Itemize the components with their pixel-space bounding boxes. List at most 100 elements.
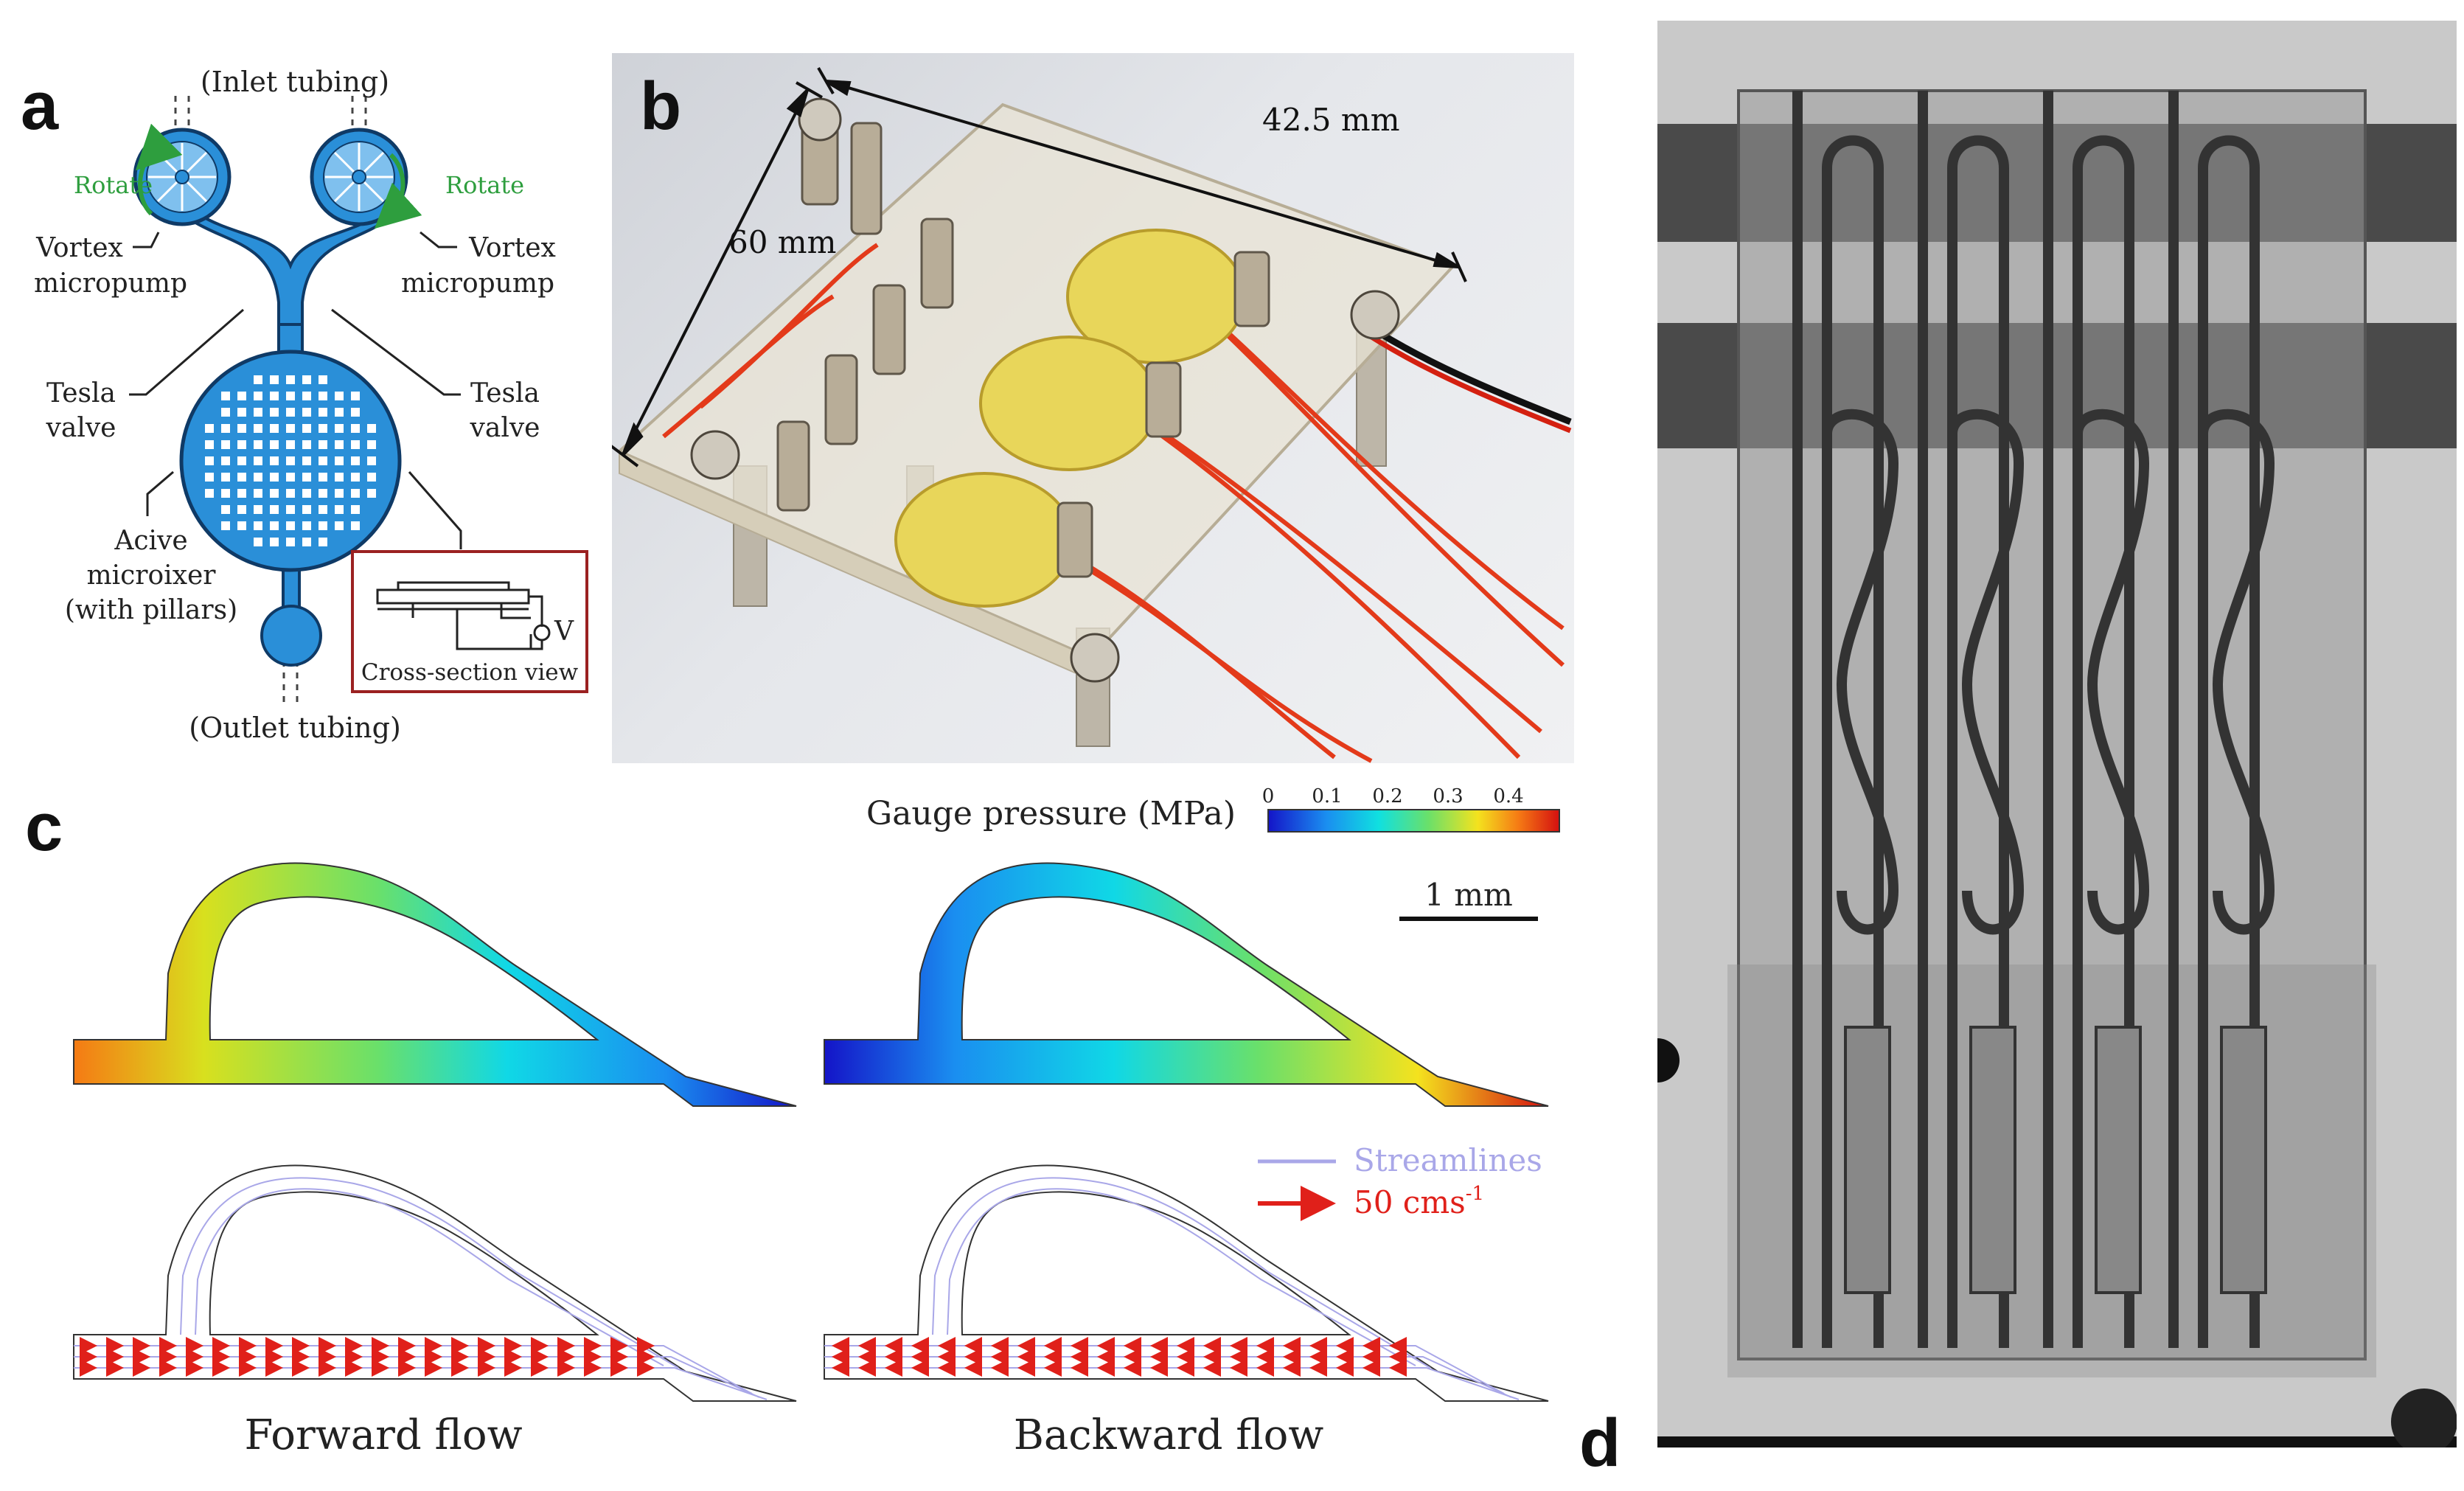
- dimension-length-label: 60 mm: [728, 224, 837, 260]
- mixer-pillar: [254, 375, 262, 384]
- mixer-label-3: (with pillars): [65, 595, 237, 625]
- mixer-pillar: [302, 538, 311, 546]
- device-photo: [612, 53, 1574, 763]
- mixer-pillar: [205, 424, 214, 433]
- cross-section-label: Cross-section view: [361, 659, 579, 686]
- panel-b-letter: b: [640, 69, 682, 144]
- mixer-label-1: Acive: [114, 526, 187, 556]
- mixer-pillar: [302, 505, 311, 514]
- mixer-pillar: [367, 489, 376, 498]
- pump-right-label-2: micropump: [401, 268, 554, 299]
- mixer-pillar: [335, 424, 344, 433]
- mixer-pillar: [351, 392, 360, 400]
- mixer-pillar: [270, 538, 279, 546]
- mixer-pillar: [270, 505, 279, 514]
- mixer-pillar: [302, 489, 311, 498]
- mixer-pillar: [286, 392, 295, 400]
- mixer-pillar: [254, 392, 262, 400]
- rotate-arrow-left-icon: [135, 123, 183, 216]
- mixer-pillar: [286, 473, 295, 482]
- mixer-pillar: [302, 521, 311, 530]
- mixer-pillar: [237, 440, 246, 449]
- reaction-chamber: [1844, 1026, 1891, 1294]
- mixer-pillar: [286, 375, 295, 384]
- colorbar-tick: 0.1: [1312, 785, 1342, 807]
- mixer-pillar: [221, 489, 230, 498]
- mixer-pillar: [351, 424, 360, 433]
- mixer-pillar: [335, 505, 344, 514]
- mixer-pillar: [302, 456, 311, 465]
- mixer-pillar: [237, 489, 246, 498]
- velocity-legend-label: 50 cms-1: [1354, 1183, 1484, 1220]
- mixer-pillar: [270, 473, 279, 482]
- dimension-width-label: 42.5 mm: [1262, 102, 1400, 138]
- panel-c-simulation: Gauge pressure (MPa) 0 0.1 0.2 0.3 0.4 1…: [73, 785, 1560, 1459]
- mixer-pillar: [254, 408, 262, 417]
- mixer-pillar: [319, 456, 327, 465]
- mixer-pillar: [237, 392, 246, 400]
- colorbar: [1267, 809, 1560, 833]
- reaction-chamber: [2220, 1026, 2267, 1294]
- mixer-pillar: [237, 473, 246, 482]
- colorbar-title: Gauge pressure (MPa): [866, 795, 1236, 833]
- forward-pressure-map: [73, 862, 797, 1107]
- mixer-pillar: [286, 408, 295, 417]
- mixer-pillar: [335, 489, 344, 498]
- mixer-pillar: [351, 489, 360, 498]
- mixer-pillar: [270, 440, 279, 449]
- pump-left-label-1: Vortex: [35, 233, 123, 263]
- mixer-pillar: [286, 538, 295, 546]
- tesla-left-label-2: valve: [46, 413, 116, 443]
- cross-section-box: V Cross-section view: [351, 550, 588, 693]
- mixer-pillar: [270, 424, 279, 433]
- serpentine-channel: [2043, 91, 2150, 1348]
- colorbar-tick: 0.4: [1493, 785, 1523, 807]
- panel-a-diagram: (Inlet tubing) Rotate Rotate: [34, 66, 588, 744]
- mixer-pillar: [302, 473, 311, 482]
- mixer-pillar: [205, 456, 214, 465]
- outlet-chamber: [260, 605, 322, 667]
- pump-right-label-1: Vortex: [468, 233, 556, 263]
- tesla-left-label-1: Tesla: [46, 378, 116, 409]
- mixer-pillar: [335, 392, 344, 400]
- rotate-left-label: Rotate: [74, 171, 153, 199]
- mixer-pillar: [319, 505, 327, 514]
- mixer-pillar: [319, 440, 327, 449]
- mixer-pillar: [270, 456, 279, 465]
- mixer-pillar: [302, 408, 311, 417]
- mixer-pillar: [319, 489, 327, 498]
- mixer-pillar: [351, 473, 360, 482]
- mixer-pillar: [351, 440, 360, 449]
- colorbar-tick: 0.3: [1433, 785, 1463, 807]
- mixer-pillar: [254, 521, 262, 530]
- reaction-chamber: [1969, 1026, 2016, 1294]
- voltage-label: V: [554, 616, 574, 647]
- forward-flow-label: Forward flow: [244, 1411, 522, 1459]
- panel-a-letter: a: [21, 69, 59, 144]
- pump-left-label-2: micropump: [34, 268, 187, 299]
- mixer-pillar: [302, 375, 311, 384]
- mixer-pillar: [254, 456, 262, 465]
- mixer-pillar: [221, 521, 230, 530]
- serpentine-channel: [1918, 91, 2025, 1348]
- mixer-pillar: [205, 489, 214, 498]
- tesla-right-label-2: valve: [470, 413, 540, 443]
- mixer-pillar: [254, 424, 262, 433]
- inlet-tubing-label: (Inlet tubing): [201, 66, 389, 98]
- xray-chip-image: [1657, 21, 2457, 1447]
- mixer-pillar: [367, 473, 376, 482]
- leader-lines: [129, 231, 462, 549]
- mixer-pillar: [237, 505, 246, 514]
- mixer-pillar: [302, 440, 311, 449]
- mixer-pillar: [335, 521, 344, 530]
- mixer-pillar: [286, 489, 295, 498]
- mixer-pillar: [254, 440, 262, 449]
- mixer-pillar: [237, 408, 246, 417]
- streamlines-legend-label: Streamlines: [1354, 1142, 1542, 1178]
- mixer-pillar: [254, 505, 262, 514]
- mixer-pillar: [302, 424, 311, 433]
- mixer-pillar: [270, 489, 279, 498]
- mixer-pillar: [319, 473, 327, 482]
- mixer-pillar: [319, 538, 327, 546]
- mixer-pillar: [351, 456, 360, 465]
